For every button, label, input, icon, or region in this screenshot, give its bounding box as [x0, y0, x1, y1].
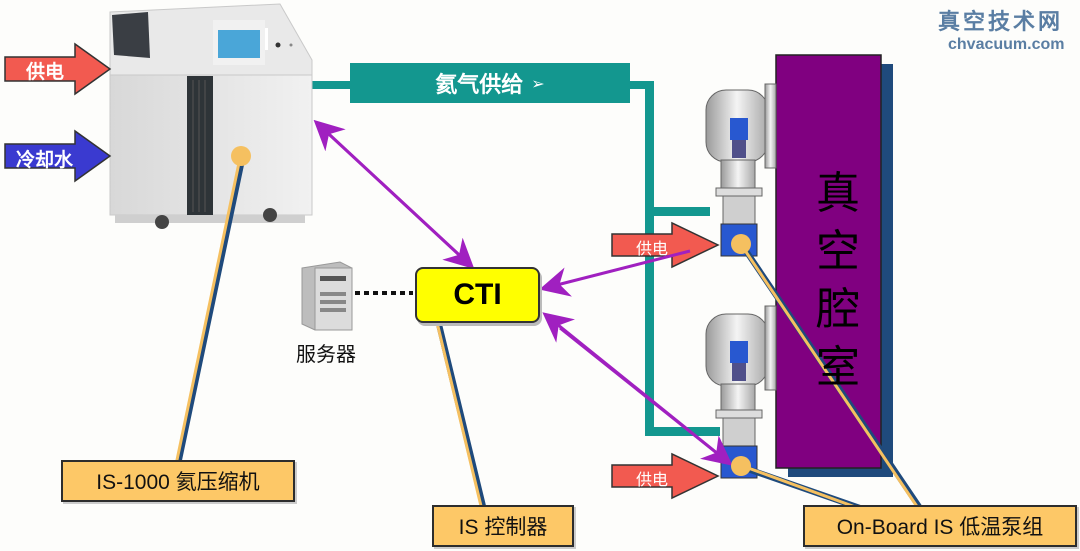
chamber-char: 室 — [816, 342, 860, 393]
cti-controller-box[interactable]: CTI — [415, 267, 540, 323]
vacuum-chamber — [775, 54, 893, 477]
helium-supply-bar — [350, 63, 630, 103]
callout-lines — [175, 146, 923, 511]
pump-power-arrow-upper — [611, 221, 720, 269]
cooling-water-input-arrow — [4, 129, 112, 183]
chamber-char: 空 — [816, 226, 860, 277]
controller-callout: IS 控制器 — [432, 505, 574, 547]
compressor-unit[interactable] — [109, 3, 313, 229]
helium-supply-label: 氦气供给 ➢ — [350, 63, 630, 103]
pump-power-arrow-lower — [611, 452, 720, 500]
cooling-water-input-label: 冷却水 — [16, 149, 74, 171]
signal-line-compressor-cti — [316, 122, 475, 270]
watermark-site-url: chvacuum.com — [948, 36, 1065, 53]
callout-dot-compressor — [231, 146, 251, 166]
callout-dot-pump-upper — [731, 234, 751, 254]
callout-dot-pump-lower — [731, 456, 751, 476]
server-icon — [301, 261, 353, 331]
vacuum-chamber-label: 真 空 腔 室 — [808, 165, 868, 397]
cryopump-upper[interactable] — [705, 83, 777, 257]
cryopump-callout: On-Board IS 低温泵组 — [803, 505, 1077, 547]
signal-line-pump-upper — [539, 249, 691, 297]
cryopump-lower[interactable] — [705, 305, 777, 479]
pump-power-label-upper: 供电 — [636, 239, 669, 258]
signal-lines — [313, 119, 733, 466]
server-label: 服务器 — [296, 342, 356, 366]
watermark-site-name: 真空技术网 — [938, 9, 1064, 35]
chamber-char: 真 — [816, 168, 860, 219]
arrow-right-icon: ➢ — [531, 73, 545, 93]
helium-supply-lines — [310, 63, 720, 436]
power-input-label: 供电 — [26, 61, 65, 83]
compressor-display — [218, 30, 260, 58]
chamber-char: 腔 — [816, 284, 860, 335]
pump-power-label-lower: 供电 — [636, 470, 669, 489]
compressor-callout: IS-1000 氦压缩机 — [61, 460, 295, 502]
power-input-arrow — [4, 42, 112, 96]
helium-supply-text: 氦气供给 — [435, 73, 524, 98]
